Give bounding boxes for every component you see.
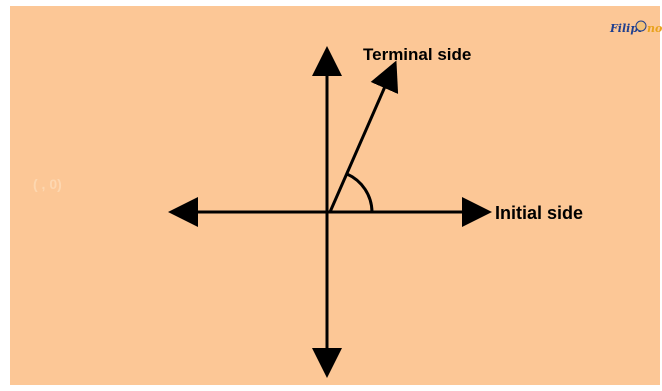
terminal-side-ray [328,60,399,213]
angle-arc [346,172,374,213]
logo-text-left: Filipi [609,22,642,35]
initial-side-label: Initial side [495,203,583,223]
terminal-side-label: Terminal side [363,45,471,64]
filipiknow-logo: Filipi no [609,20,662,35]
faint-coordinate-text: ( , 0) [33,176,62,192]
logo-mascot-icon [635,20,647,32]
logo-text-right: no [647,22,662,35]
